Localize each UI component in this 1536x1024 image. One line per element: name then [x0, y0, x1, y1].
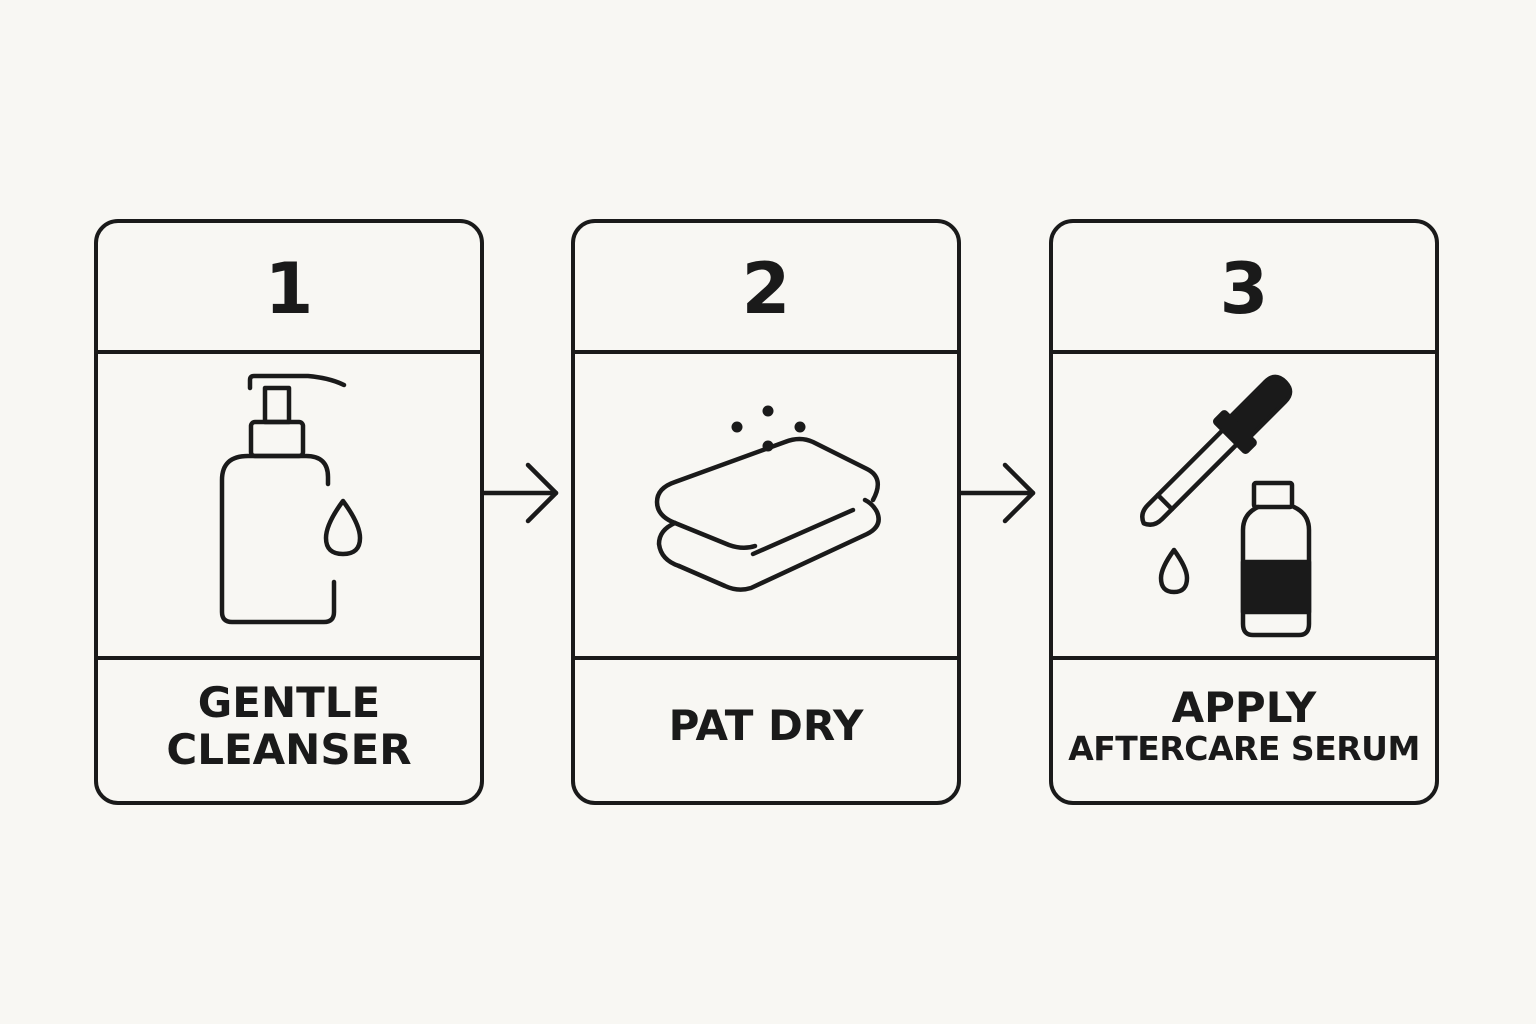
step-number-1: 1: [264, 247, 314, 330]
folded-towel-icon: [575, 354, 957, 656]
step-label-line2: CLEANSER: [166, 724, 412, 774]
divider: [1053, 656, 1435, 660]
step-number-2: 2: [741, 247, 791, 330]
step-label-2: PAT DRY: [575, 660, 957, 801]
pump-bottle-icon: [98, 354, 480, 656]
step-label-1: GENTLE CLEANSER: [98, 660, 480, 801]
divider: [1053, 350, 1435, 354]
step-label-line1: APPLY: [1171, 683, 1317, 733]
step-label-line1: PAT DRY: [668, 701, 864, 751]
step-card-2: 2 PAT DRY: [571, 219, 961, 805]
arrow-right-icon: [482, 460, 562, 530]
dropper-bottle-icon: [1053, 354, 1435, 656]
step-label-line1: GENTLE: [197, 678, 381, 728]
divider: [575, 656, 957, 660]
step-label-line2: AFTERCARE SERUM: [1068, 729, 1420, 769]
arrow-right-icon: [959, 460, 1039, 530]
step-card-3: 3 APPLY AFTERCARE SERUM: [1049, 219, 1439, 805]
divider: [98, 656, 480, 660]
step-card-1: 1 GENTLE CLEANSER: [94, 219, 484, 805]
divider: [98, 350, 480, 354]
step-label-3: APPLY AFTERCARE SERUM: [1053, 660, 1435, 801]
step-number-3: 3: [1219, 247, 1269, 330]
divider: [575, 350, 957, 354]
